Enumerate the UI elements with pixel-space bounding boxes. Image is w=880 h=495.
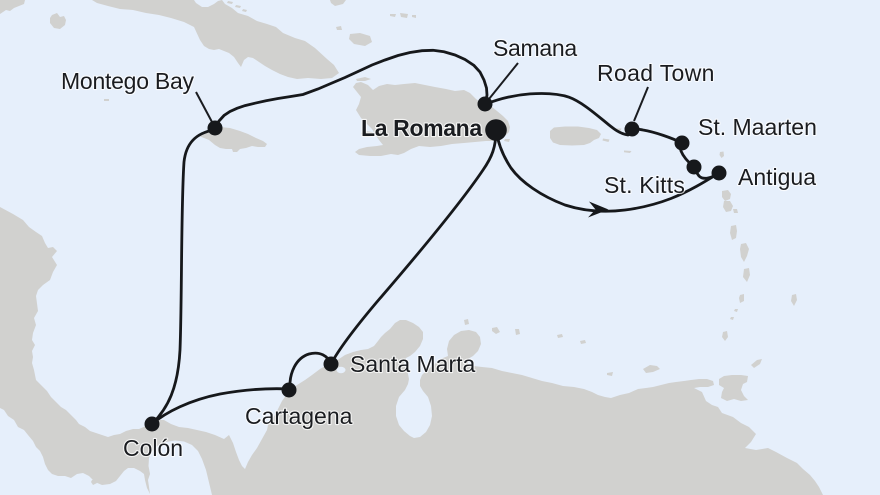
svg-text:St. Kitts: St. Kitts [604, 172, 685, 198]
svg-text:La Romana: La Romana [361, 115, 482, 141]
svg-text:Montego Bay: Montego Bay [61, 68, 195, 94]
svg-text:Samana: Samana [493, 35, 577, 61]
svg-text:St. Maarten: St. Maarten [698, 114, 817, 140]
svg-text:Road Town: Road Town [597, 60, 715, 86]
svg-text:Cartagena: Cartagena [245, 403, 353, 429]
svg-text:Antigua: Antigua [738, 164, 816, 190]
svg-text:Colón: Colón [123, 435, 183, 461]
svg-text:Santa Marta: Santa Marta [350, 351, 475, 377]
